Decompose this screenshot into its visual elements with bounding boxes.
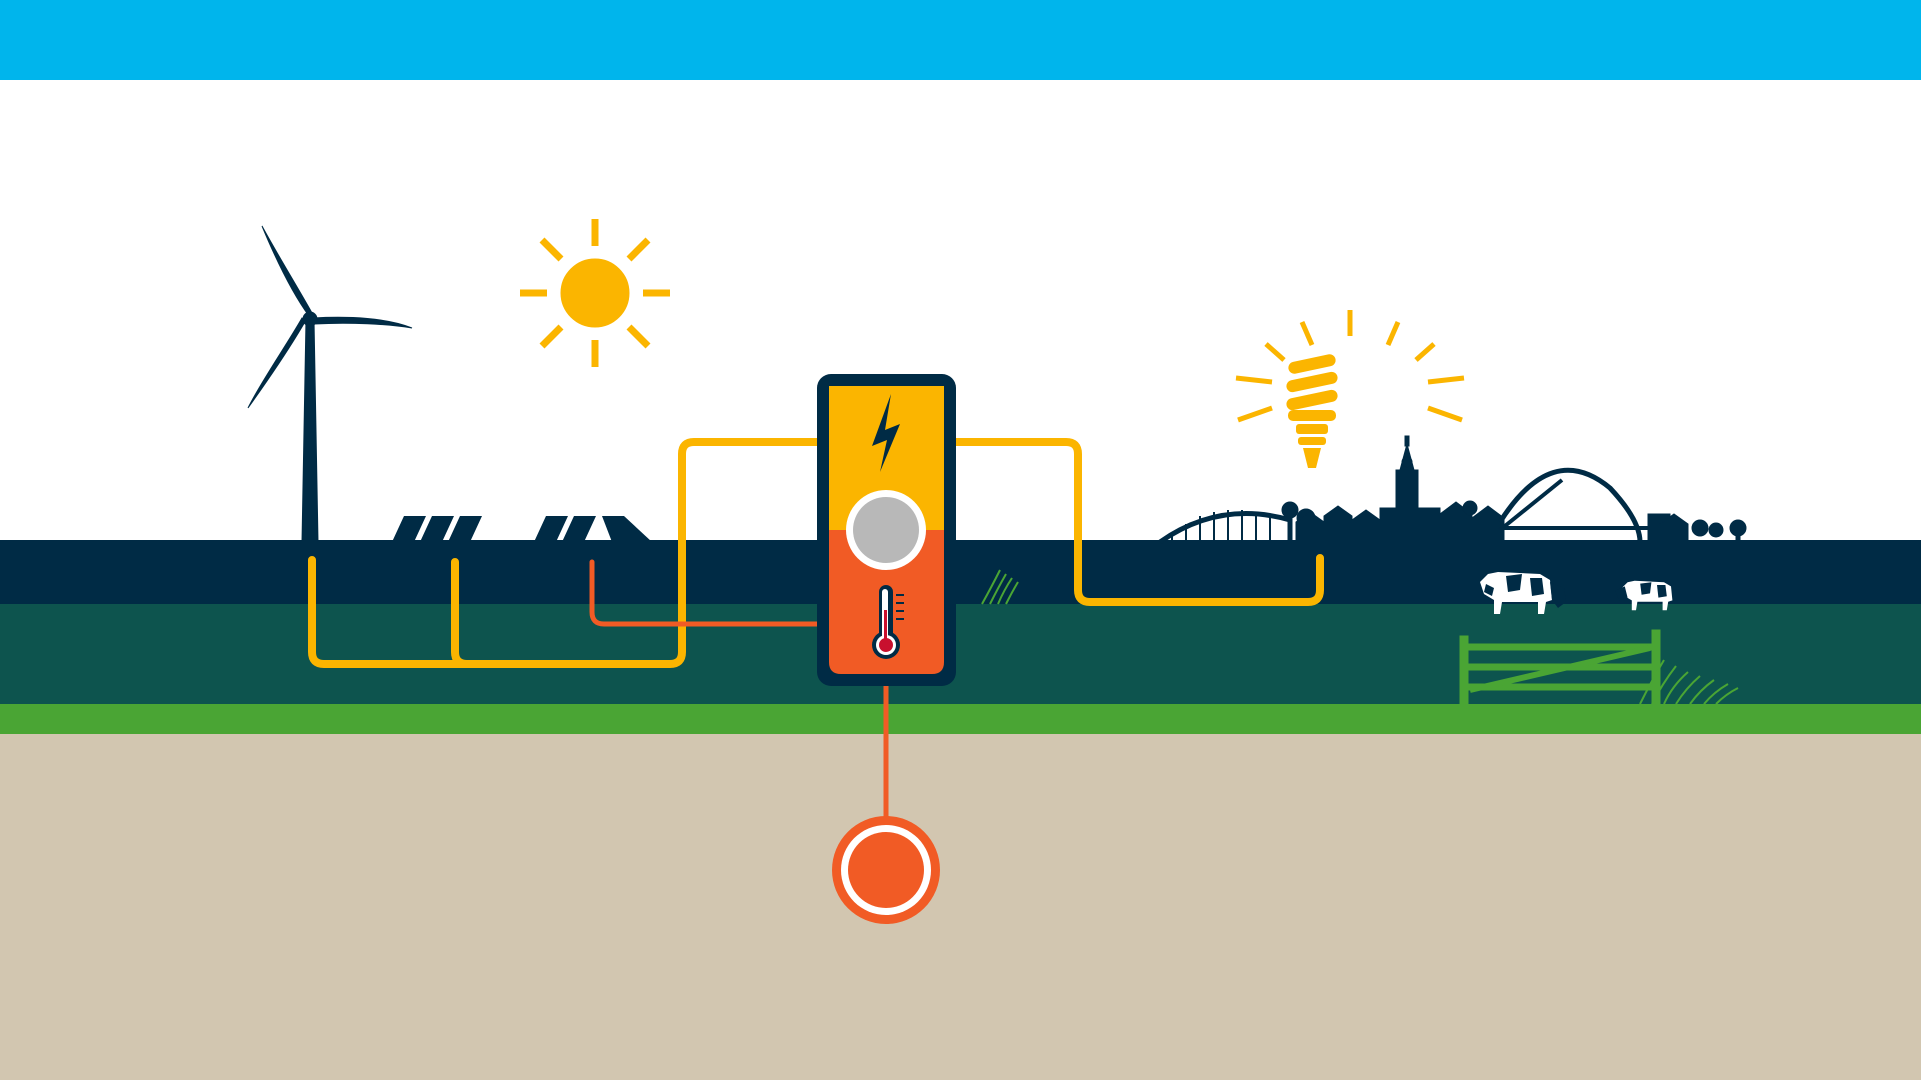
power-line-right	[948, 438, 1324, 606]
energy-saving-bulb-icon	[1235, 310, 1465, 468]
sun-icon	[520, 219, 670, 367]
farm-gate-icon	[1459, 629, 1661, 707]
lightning-bolt-icon	[872, 394, 900, 472]
storage-unit	[817, 374, 956, 686]
cow-icon	[1480, 572, 1673, 614]
top-banner	[0, 0, 1921, 80]
heat-line-left	[589, 559, 823, 627]
power-line-left	[308, 438, 824, 668]
navy-horizon-band	[0, 540, 1921, 606]
thermometer-icon	[872, 585, 904, 659]
reeds-left	[981, 569, 1019, 605]
town-skyline-icon	[1158, 435, 1747, 545]
grass-strip	[0, 704, 1921, 734]
grass-tufts	[1639, 659, 1739, 705]
soil-underground	[0, 734, 1921, 1080]
wind-turbine-icon	[247, 225, 413, 543]
heat-storage-circle-icon	[832, 816, 940, 924]
solar-panel-icon	[392, 516, 652, 542]
